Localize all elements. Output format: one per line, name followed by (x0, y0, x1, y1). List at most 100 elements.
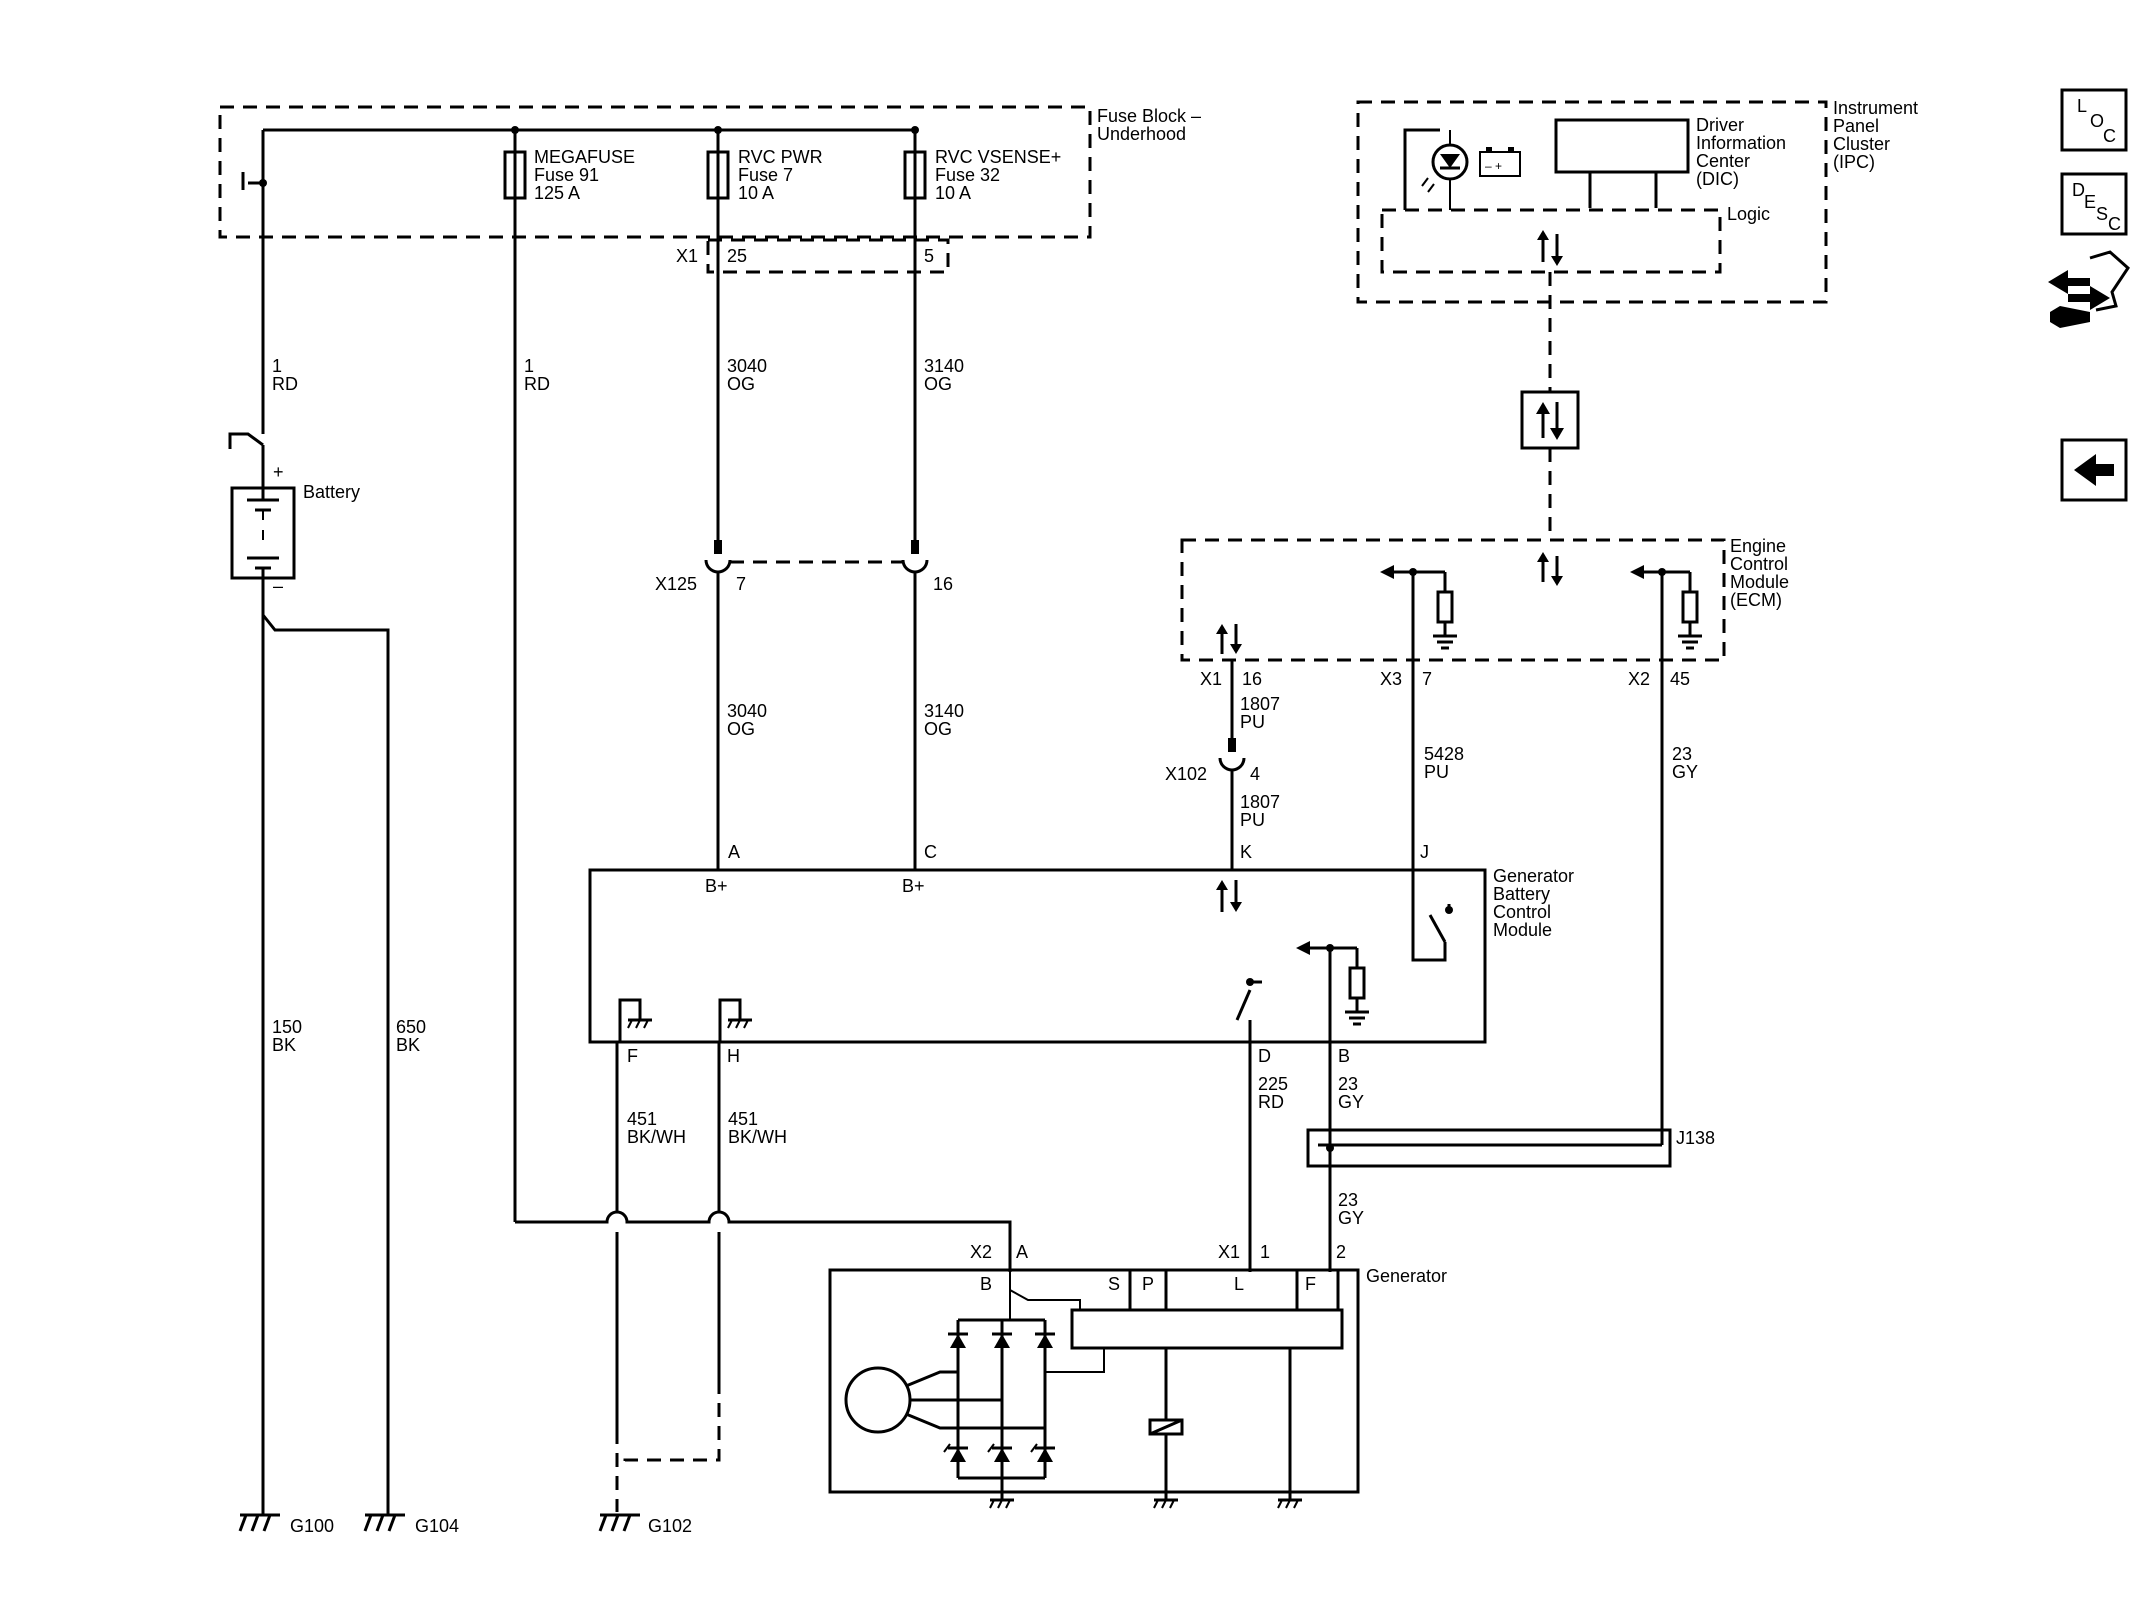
ground-g104-symbol (363, 1513, 405, 1532)
stator-winding (844, 1348, 1105, 1434)
g100-wire-circuit: 150 (272, 1017, 302, 1037)
batt-wire-color: RD (272, 374, 298, 394)
x125-pin-16: 16 (933, 574, 953, 594)
generator-terminal-strip (1070, 1270, 1344, 1350)
rvc-vsense-lower-color: OG (924, 719, 952, 739)
ecm-x2-pullup-circuit (1630, 565, 1702, 650)
gbcm-ground-f (618, 998, 652, 1042)
rvc-vsense-upper-color: OG (924, 374, 952, 394)
battery-warning-icon: – + (1479, 147, 1521, 177)
stud-terminal (241, 130, 267, 190)
x102-connector (1218, 738, 1246, 772)
bcm-b-wire-color: GY (1338, 1092, 1364, 1112)
rvc-vsense-upper-circuit: 3140 (924, 356, 964, 376)
gbcm-pin-k: K (1240, 842, 1252, 862)
ecm-title-1: Engine (1730, 536, 1786, 556)
battery-label: Battery (303, 482, 360, 502)
connector-end-view-icon[interactable] (2048, 250, 2130, 328)
splice-out-color: GY (1338, 1208, 1364, 1228)
gbcm-d-switch (1235, 978, 1262, 1042)
bcm-d-wire-color: RD (1258, 1092, 1284, 1112)
gbcm-title-4: Module (1493, 920, 1552, 940)
ecm-outline (1180, 538, 1726, 662)
fuse-32-name: RVC VSENSE+ (935, 147, 1061, 167)
nav-desc-button[interactable]: D E S C (2060, 172, 2128, 236)
generator-title: Generator (1366, 1266, 1447, 1286)
ground-g102-label: G102 (648, 1516, 692, 1536)
ground-g100-symbol (238, 1513, 280, 1532)
fuse-7-symbol (706, 130, 730, 200)
x102-pin: 4 (1250, 764, 1260, 784)
nav-loc-button[interactable]: L O C (2060, 88, 2128, 152)
x102-wire-color: PU (1240, 810, 1265, 830)
gbcm-data-arrows-icon (1216, 880, 1242, 912)
gbcm-title-1: Generator (1493, 866, 1574, 886)
ipc-title-4: (IPC) (1833, 152, 1875, 172)
x125-label: X125 (655, 574, 697, 594)
generator-pin-a: A (1016, 1242, 1028, 1262)
fuse-32-rating: 10 A (935, 183, 971, 203)
gbcm-b-pullup (1296, 941, 1369, 1026)
x102-label: X102 (1165, 764, 1207, 784)
field-coil (1148, 1348, 1302, 1509)
ecm-data-arrows-icon (1537, 552, 1563, 586)
ecm-x3-wire-color: PU (1424, 762, 1449, 782)
bcm-b-wire-circuit: 23 (1338, 1074, 1358, 1094)
loc-letter-c: C (2103, 126, 2116, 146)
gen-terminal-b: B (980, 1274, 992, 1294)
ecm-x3-pullup-circuit (1380, 565, 1457, 650)
g104-wire-circuit: 650 (396, 1017, 426, 1037)
rvc-pwr-lower-circuit: 3040 (727, 701, 767, 721)
ecm-x1-arrows-icon (1216, 624, 1242, 654)
fuse-block-pin-5: 5 (924, 246, 934, 266)
rvc-pwr-upper-circuit: 3040 (727, 356, 767, 376)
gbcm-bplus-1: B+ (705, 876, 728, 896)
ecm-title-2: Control (1730, 554, 1788, 574)
bcm-f-wire-circuit: 451 (627, 1109, 657, 1129)
battery-minus: – (273, 576, 283, 596)
desc-letter-c: C (2108, 214, 2121, 234)
gbcm-pin-c: C (924, 842, 937, 862)
gen-terminal-s: S (1108, 1274, 1120, 1294)
serial-data-icon (1520, 390, 1580, 450)
rvc-pwr-upper-color: OG (727, 374, 755, 394)
batt-wire-circuit: 1 (272, 356, 282, 376)
gbcm-j-switch (1411, 870, 1453, 962)
ipc-indicator-lamp-icon (1403, 128, 1469, 210)
desc-letter-e: E (2084, 192, 2096, 212)
gbcm-pin-b: B (1338, 1046, 1350, 1066)
gbcm-ground-h (718, 998, 752, 1042)
ecm-x3-wire-circuit: 5428 (1424, 744, 1464, 764)
gbcm-pin-j: J (1420, 842, 1429, 862)
megafuse-wire-circuit: 1 (524, 356, 534, 376)
fuse-block-x1-label: X1 (676, 246, 698, 266)
battery-symbol (230, 470, 296, 600)
ipc-title-1: Instrument (1833, 98, 1918, 118)
fuse-32-symbol (903, 130, 927, 200)
splice-out-circuit: 23 (1338, 1190, 1358, 1210)
g104-wire-color: BK (396, 1035, 420, 1055)
ipc-logic-label: Logic (1727, 204, 1770, 224)
generator-pin-2: 2 (1336, 1242, 1346, 1262)
ecm-x1-wire-color: PU (1240, 712, 1265, 732)
gbcm-pin-f: F (627, 1046, 638, 1066)
ecm-title-3: Module (1730, 572, 1789, 592)
x102-wire-circuit: 1807 (1240, 792, 1280, 812)
bcm-d-wire-circuit: 225 (1258, 1074, 1288, 1094)
gen-terminal-p: P (1142, 1274, 1154, 1294)
ecm-x3-pin: 7 (1422, 669, 1432, 689)
fuse-block-outline (218, 105, 1092, 239)
rvc-vsense-lower-circuit: 3140 (924, 701, 964, 721)
ecm-x1-wire-circuit: 1807 (1240, 694, 1280, 714)
x125-connector (704, 540, 929, 574)
back-arrow-button[interactable] (2060, 438, 2128, 502)
ecm-title-4: (ECM) (1730, 590, 1782, 610)
fuse-block-title: Fuse Block – (1097, 106, 1201, 126)
gbcm-pin-d: D (1258, 1046, 1271, 1066)
gen-terminal-f: F (1305, 1274, 1316, 1294)
dic-title-2: Information (1696, 133, 1786, 153)
fuse-7-number: Fuse 7 (738, 165, 793, 185)
fuse-block-pin-25: 25 (727, 246, 747, 266)
ecm-x1-pin: 16 (1242, 669, 1262, 689)
